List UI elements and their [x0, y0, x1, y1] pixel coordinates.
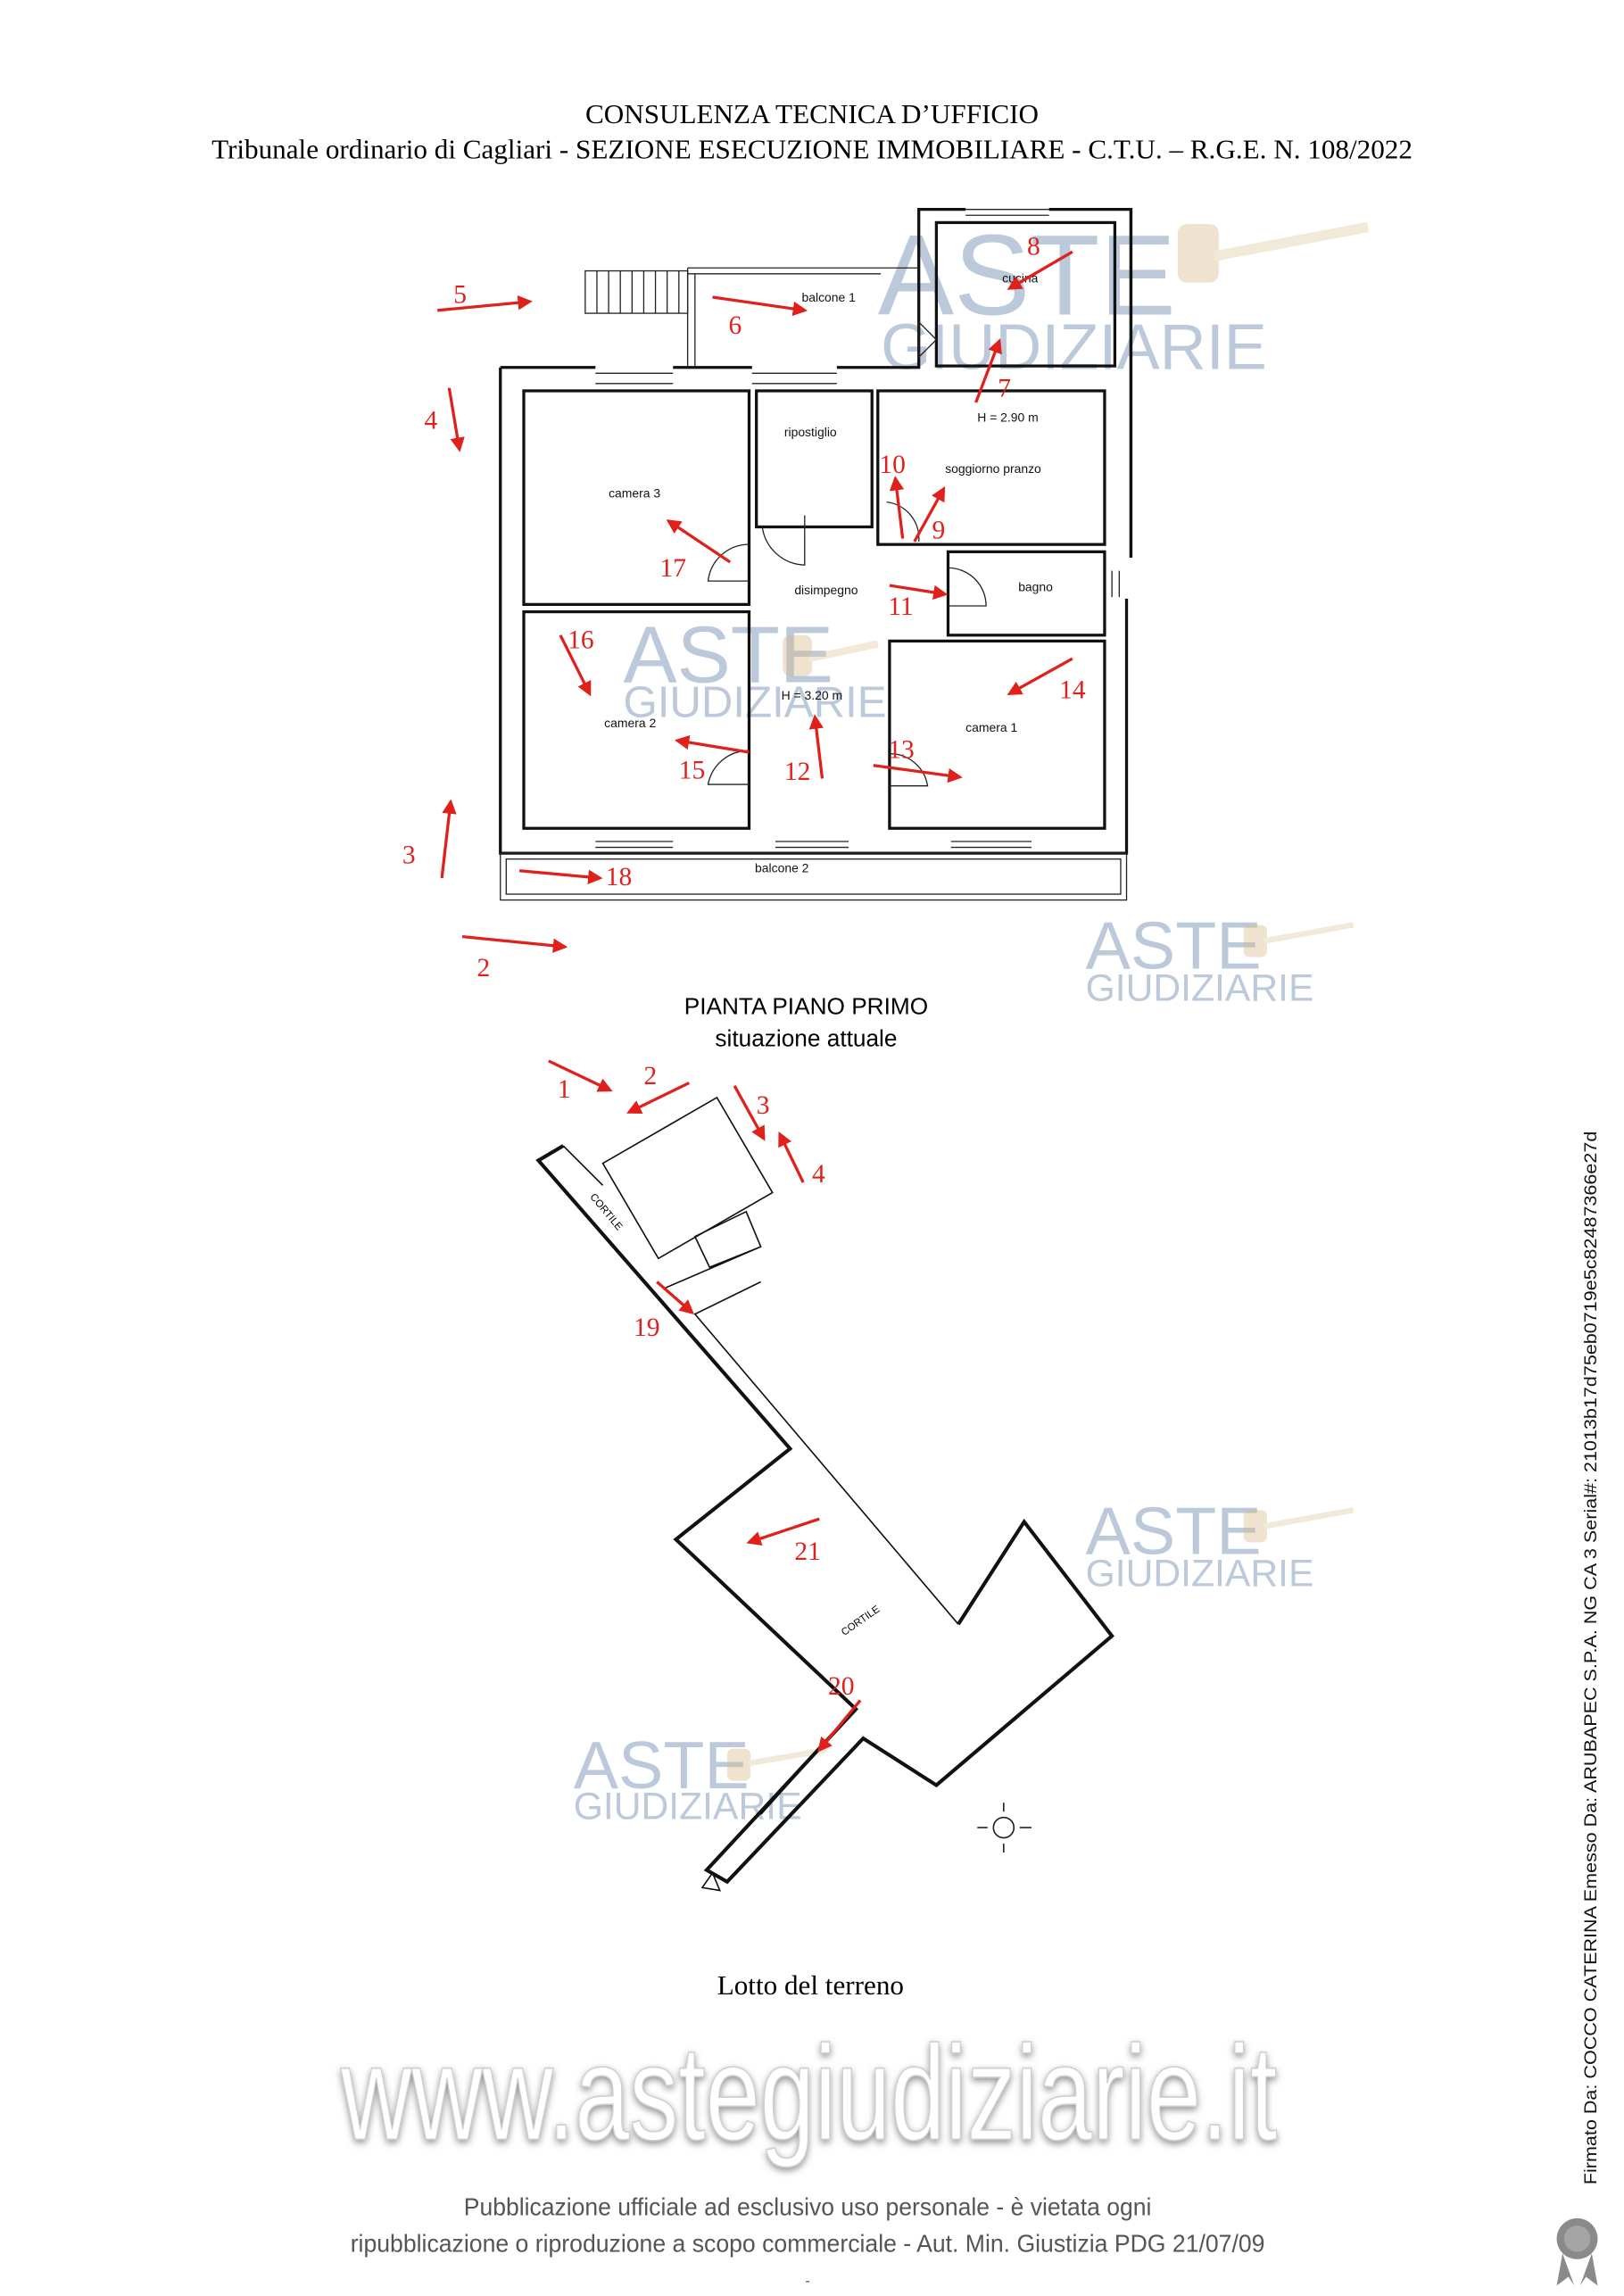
photo-arrow: 16	[559, 626, 594, 697]
watermark-aste-bottom: ASTE GIUDIZIARIE	[574, 1728, 827, 1828]
svg-text:16: 16	[568, 626, 594, 655]
svg-text:10: 10	[879, 451, 906, 479]
photo-arrow: 7	[974, 338, 1011, 403]
photo-arrow: 15	[674, 734, 750, 784]
watermark-aste-right1: ASTE GIUDIZIARIE	[1086, 908, 1355, 1010]
svg-text:21: 21	[794, 1538, 821, 1566]
svg-text:14: 14	[1059, 676, 1086, 704]
room-label-disimpegno: disimpegno	[794, 583, 858, 597]
svg-text:1: 1	[558, 1075, 571, 1104]
room-label-bagno: bagno	[1018, 580, 1053, 594]
photo-arrow: 14	[1007, 657, 1086, 704]
watermark-aste-mid: ASTE GIUDIZIARIE	[623, 609, 886, 726]
footer-line-1: Pubblicazione ufficiale ad esclusivo uso…	[464, 2193, 1152, 2221]
digital-signature-text: Firmato Da: COCCO CATERINA Emesso Da: AR…	[1581, 1131, 1601, 2185]
photo-arrow: 2	[461, 934, 568, 982]
svg-text:ASTE: ASTE	[1086, 908, 1262, 983]
photo-arrow: 20	[817, 1672, 862, 1753]
svg-text:7: 7	[998, 375, 1011, 403]
svg-text:ASTE: ASTE	[1086, 1493, 1262, 1568]
photo-arrow: 8	[1007, 233, 1073, 290]
photo-arrow: 9	[913, 485, 945, 545]
svg-text:20: 20	[828, 1672, 855, 1701]
gavel-icon	[1243, 1507, 1355, 1543]
photo-arrow: 12	[784, 714, 824, 786]
height-label: H = 2.90 m	[977, 410, 1038, 424]
svg-text:15: 15	[679, 756, 706, 784]
svg-text:19: 19	[634, 1314, 660, 1342]
floor-plan: balcone 1 cucina ripostiglio soggiorno p…	[402, 208, 1133, 1052]
cortile-label: CORTILE	[587, 1192, 624, 1233]
svg-text:4: 4	[424, 407, 437, 435]
watermark-site-url: www.astegiudiziarie.it	[340, 2017, 1277, 2168]
document-subtitle: Tribunale ordinario di Cagliari - SEZION…	[211, 133, 1413, 164]
photo-arrow: 21	[746, 1517, 821, 1566]
site-caption: Lotto del terreno	[717, 1969, 904, 2001]
room-label-camera-1: camera 1	[965, 720, 1017, 734]
footer-mark: -	[805, 2273, 809, 2289]
photo-arrow: 1	[548, 1059, 613, 1104]
photo-arrow: 5	[437, 281, 533, 312]
svg-text:8: 8	[1027, 233, 1040, 261]
height-label: H = 3.20 m	[782, 688, 842, 702]
photo-arrow: 6	[712, 295, 808, 340]
room-label-soggiorno: soggiorno pranzo	[945, 461, 1041, 476]
compass-icon	[977, 1803, 1032, 1853]
photo-arrow: 19	[634, 1281, 695, 1342]
photo-arrow: 18	[518, 863, 633, 891]
svg-text:3: 3	[402, 841, 416, 870]
plan-subcaption: situazione attuale	[715, 1025, 897, 1052]
cortile-label: CORTILE	[840, 1604, 882, 1637]
footer-line-2: ripubblicazione o riproduzione a scopo c…	[351, 2230, 1265, 2258]
gavel-icon	[726, 1746, 827, 1781]
room-label-camera-2: camera 2	[604, 716, 656, 730]
photo-arrow: 2	[626, 1062, 690, 1114]
document-title: CONSULENZA TECNICA D’UFFICIO	[585, 98, 1039, 129]
svg-text:4: 4	[812, 1160, 825, 1189]
room-label-balcone-1: balcone 1	[802, 290, 857, 304]
watermark-aste-right2: ASTE GIUDIZIARIE	[1086, 1493, 1355, 1596]
svg-text:18: 18	[606, 863, 633, 891]
entrance-arrow-icon	[700, 1871, 722, 1892]
svg-text:9: 9	[932, 517, 945, 545]
svg-text:13: 13	[888, 736, 914, 765]
svg-text:GIUDIZIARIE: GIUDIZIARIE	[881, 311, 1267, 383]
seal-icon	[1556, 2217, 1598, 2286]
watermark-aste-top: ASTE GIUDIZIARIE	[878, 212, 1370, 383]
photo-arrow: 3	[402, 799, 457, 879]
svg-text:12: 12	[784, 758, 811, 786]
photo-arrow: 17	[659, 519, 732, 583]
svg-text:2: 2	[477, 954, 491, 982]
svg-text:GIUDIZIARIE: GIUDIZIARIE	[623, 678, 886, 727]
room-label-camera-3: camera 3	[609, 486, 660, 501]
svg-text:GIUDIZIARIE: GIUDIZIARIE	[1086, 1553, 1314, 1596]
room-label-ripostiglio: ripostiglio	[784, 425, 837, 439]
svg-text:GIUDIZIARIE: GIUDIZIARIE	[1086, 967, 1314, 1010]
svg-text:2: 2	[643, 1062, 657, 1090]
photo-arrow: 4	[778, 1131, 825, 1189]
svg-text:ASTE: ASTE	[574, 1728, 750, 1803]
stairs	[596, 270, 680, 314]
svg-text:11: 11	[888, 593, 913, 621]
gavel-icon	[1243, 922, 1355, 957]
svg-text:17: 17	[659, 554, 686, 583]
gavel-icon	[783, 634, 879, 676]
svg-text:3: 3	[757, 1091, 770, 1120]
plan-caption: PIANTA PIANO PRIMO	[684, 992, 928, 1019]
site-plan: CORTILE CORTILE 1 2 3 4 19 21 20 Lotto d…	[535, 1059, 1114, 2001]
building-outline	[601, 1096, 774, 1260]
svg-text:ASTE: ASTE	[623, 609, 833, 700]
svg-text:ASTE: ASTE	[878, 212, 1176, 340]
photo-arrow: 13	[873, 736, 963, 783]
room-label-balcone-2: balcone 2	[755, 860, 809, 874]
photo-arrow: 10	[879, 451, 906, 539]
svg-text:6: 6	[729, 311, 742, 340]
gavel-icon	[1177, 221, 1370, 283]
photo-arrow: 11	[888, 584, 949, 621]
svg-text:5: 5	[453, 281, 467, 310]
photo-arrow: 3	[733, 1085, 770, 1141]
photo-arrow: 4	[424, 387, 465, 452]
